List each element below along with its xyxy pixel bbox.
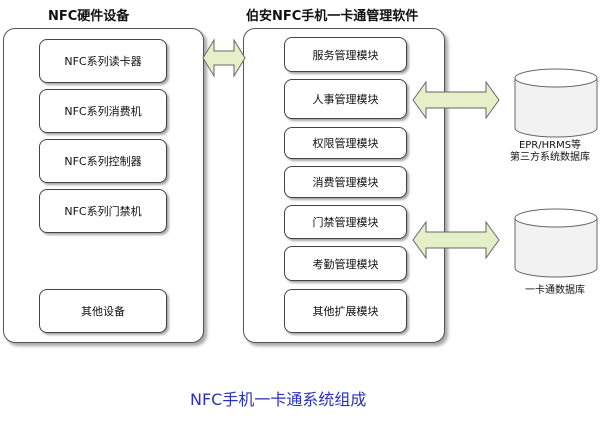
hardware-item: NFC系列读卡器 — [39, 39, 167, 83]
database-icon — [514, 208, 598, 278]
third-party-db-label-line2: 第三方系统数据库 — [510, 152, 590, 163]
software-module: 权限管理模块 — [284, 127, 407, 159]
hardware-item: 其他设备 — [39, 289, 167, 333]
third-party-db-label-line1: EPR/HRMS等 — [518, 140, 582, 151]
third-party-db-label: EPR/HRMS等 第三方系统数据库 — [500, 140, 600, 164]
double-arrow-icon — [202, 38, 246, 78]
diagram-caption: NFC手机一卡通系统组成 — [190, 390, 367, 409]
software-module: 其他扩展模块 — [284, 289, 407, 333]
database-icon — [514, 68, 598, 138]
double-arrow-icon — [412, 220, 500, 260]
hardware-item: NFC系列消费机 — [39, 89, 167, 133]
software-title: 伯安NFC手机一卡通管理软件 — [246, 9, 419, 24]
hardware-title: NFC硬件设备 — [48, 9, 130, 24]
software-module: 考勤管理模块 — [284, 246, 407, 281]
double-arrow-icon — [412, 80, 500, 120]
card-db-label: 一卡通数据库 — [525, 285, 585, 296]
hardware-item: NFC系列控制器 — [39, 139, 167, 183]
software-module: 人事管理模块 — [284, 79, 407, 119]
software-module: 门禁管理模块 — [284, 205, 407, 239]
hardware-item: NFC系列门禁机 — [39, 189, 167, 233]
software-module: 服务管理模块 — [284, 37, 407, 72]
software-module: 消费管理模块 — [284, 166, 407, 198]
